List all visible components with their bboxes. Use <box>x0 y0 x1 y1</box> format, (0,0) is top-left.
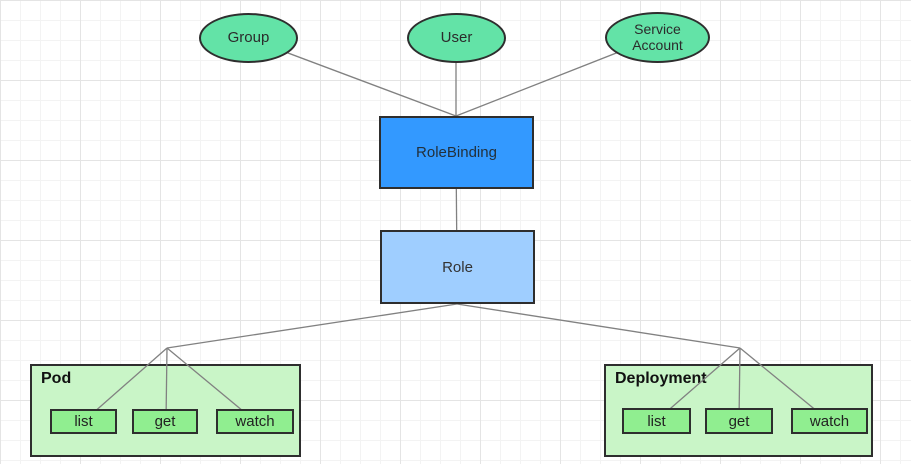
node-rolebinding[interactable]: RoleBinding <box>379 116 534 189</box>
deployment-verb-get-label: get <box>728 412 750 430</box>
deployment-container-title: Deployment <box>615 370 707 387</box>
pod-verb-watch-label: watch <box>235 413 275 430</box>
pod-verb-list-label: list <box>74 413 93 430</box>
deployment-verb-get[interactable]: get <box>705 408 773 434</box>
node-role-label: Role <box>442 258 473 276</box>
connector-role-pod <box>166 303 458 349</box>
connector-role-deployment <box>456 303 741 349</box>
pod-verb-list[interactable]: list <box>50 409 117 434</box>
node-user[interactable]: User <box>407 13 506 63</box>
node-user-label: User <box>440 28 473 46</box>
pod-container-title: Pod <box>41 370 72 387</box>
pod-verb-get[interactable]: get <box>132 409 198 434</box>
pod-verb-watch[interactable]: watch <box>216 409 294 434</box>
node-group-label: Group <box>227 28 270 46</box>
deployment-verb-list[interactable]: list <box>622 408 691 434</box>
node-rolebinding-label: RoleBinding <box>416 144 497 161</box>
node-service-account-label: Service Account <box>632 20 683 53</box>
deployment-verb-list-label: list <box>647 412 666 430</box>
deployment-verb-watch-label: watch <box>809 412 850 430</box>
pod-verb-get-label: get <box>154 413 176 430</box>
node-service-account[interactable]: Service Account <box>605 12 710 63</box>
node-group[interactable]: Group <box>199 13 298 63</box>
node-role[interactable]: Role <box>380 230 535 304</box>
deployment-verb-watch[interactable]: watch <box>791 408 868 434</box>
